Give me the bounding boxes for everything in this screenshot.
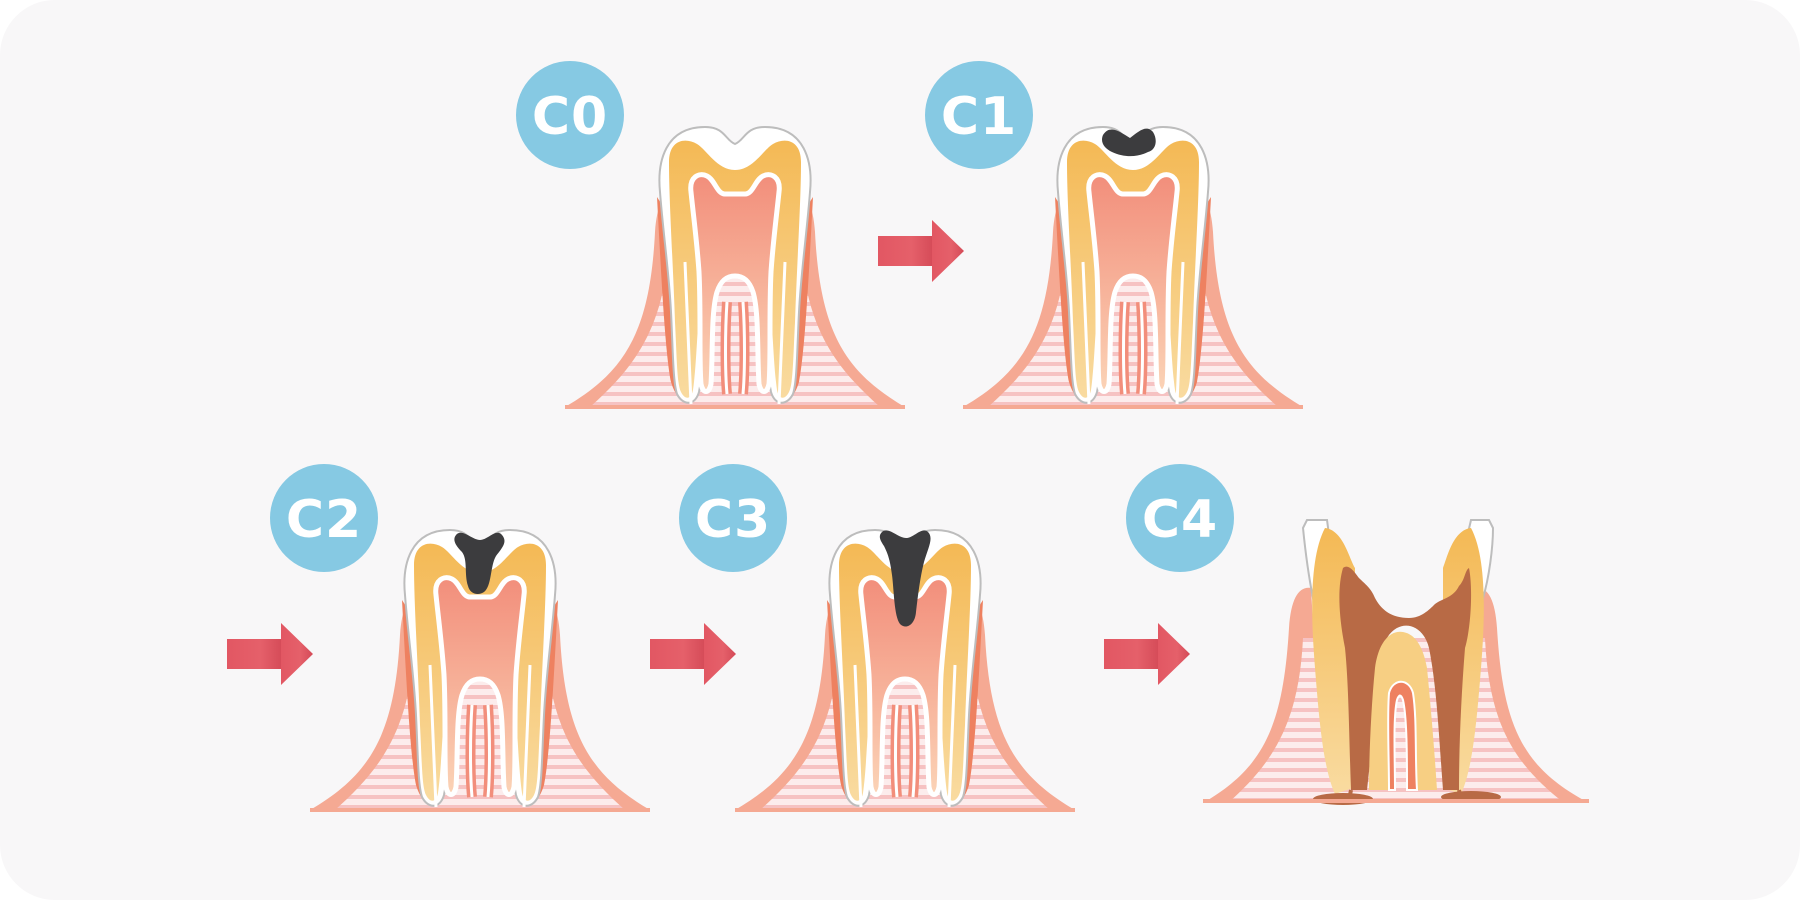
stage-c0: C0 [516,61,905,409]
badge-c2-label: C2 [286,490,362,550]
badge-c0 [516,61,624,169]
tooth-healthy [565,127,905,409]
arrow-right-icon [1104,623,1190,685]
stage-c4: C4 [1126,464,1589,805]
stage-c2: C2 [270,464,650,812]
cavity-dentin [454,532,505,594]
badge-c3-label: C3 [695,490,771,550]
arrow-right-icon [878,220,964,282]
badge-c1 [925,61,1033,169]
cavity-enamel [1102,128,1156,157]
stage-c3: C3 [679,464,1075,812]
tooth-root-remnant [1203,519,1589,805]
badge-c4 [1126,464,1234,572]
badge-c3 [679,464,787,572]
tooth-enamel-caries [963,127,1303,409]
badge-c4-label: C4 [1142,490,1218,550]
badge-c1-label: C1 [941,87,1017,147]
arrow-right-icon [650,623,736,685]
badge-c2 [270,464,378,572]
cavity-pulp [879,530,931,627]
stage-c1: C1 [925,61,1303,409]
badge-c0-label: C0 [532,87,608,147]
arrow-right-icon [227,623,313,685]
